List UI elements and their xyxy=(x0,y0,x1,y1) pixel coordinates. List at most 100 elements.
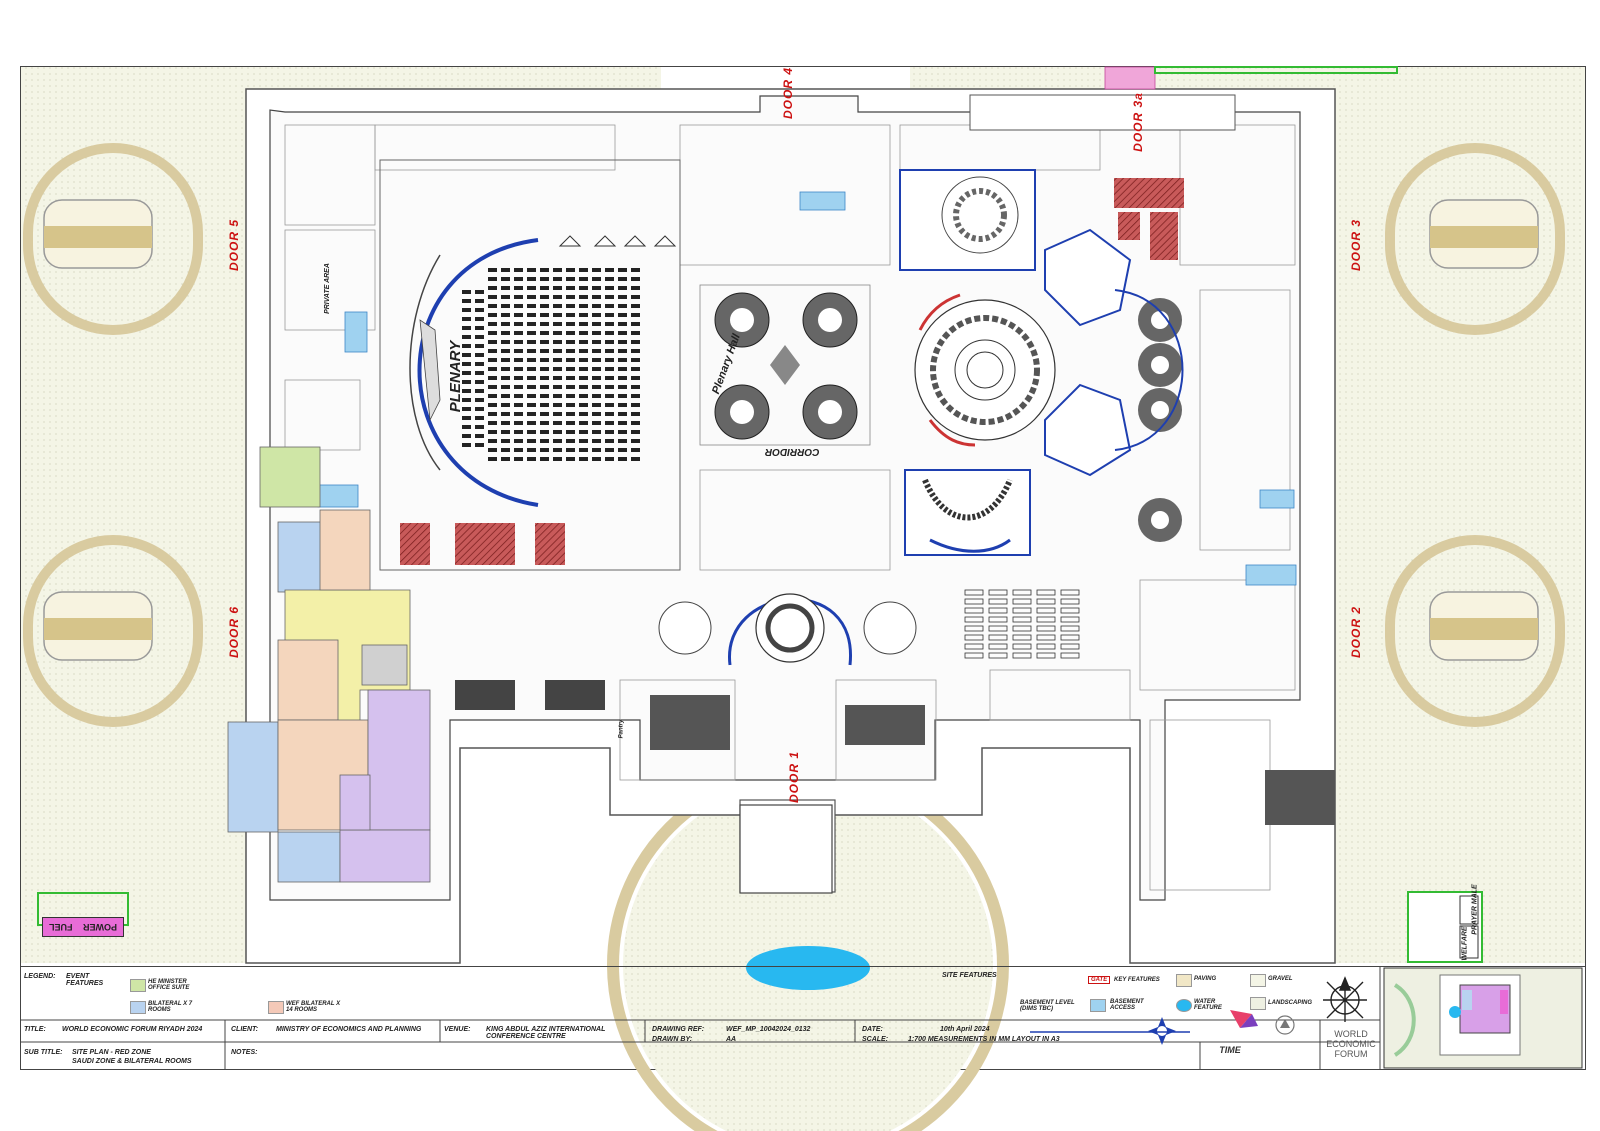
plenary-seat-row xyxy=(566,322,575,326)
roundtable-rooms xyxy=(699,284,871,446)
plenary-seat-row xyxy=(514,268,523,272)
plenary-seat-row xyxy=(501,304,510,308)
plenary-seat-row xyxy=(592,340,601,344)
exhibition-desk xyxy=(1012,634,1032,641)
plenary-seat-row xyxy=(631,412,640,416)
north-arrow-icon xyxy=(1323,976,1367,1022)
plenary-seat-row xyxy=(527,430,536,434)
plenary-seat-row xyxy=(631,286,640,290)
plenary-seat-row xyxy=(488,385,497,389)
plenary-seat-row xyxy=(501,439,510,443)
plenary-seat-row xyxy=(488,376,497,380)
plenary-seat-row xyxy=(475,380,484,384)
plenary-seat-row xyxy=(527,286,536,290)
drawing-ref-label: DRAWING REF: xyxy=(652,1026,705,1033)
plenary-seat-row xyxy=(579,448,588,452)
exhibition-desk xyxy=(964,652,984,659)
plenary-seat-row xyxy=(501,295,510,299)
plenary-seat-row xyxy=(553,295,562,299)
plenary-seat-row xyxy=(605,340,614,344)
plenary-seat-row xyxy=(579,349,588,353)
plenary-seat-row xyxy=(501,367,510,371)
exhibition-desk xyxy=(1036,634,1056,641)
door-3a-label: DOOR 3a xyxy=(1130,92,1145,152)
plenary-seat-row xyxy=(618,340,627,344)
plenary-seat-row xyxy=(605,295,614,299)
plenary-seat-row xyxy=(540,403,549,407)
plenary-seat-row xyxy=(540,322,549,326)
time-logo-text: TIME xyxy=(1219,1045,1241,1055)
plenary-seat-row xyxy=(462,407,471,411)
fuel-label: FUEL xyxy=(48,922,73,932)
plenary-seat-row xyxy=(631,421,640,425)
notes-label: NOTES: xyxy=(231,1049,258,1056)
plenary-seat-row xyxy=(501,376,510,380)
plenary-seat-row xyxy=(501,385,510,389)
plenary-seat-row xyxy=(475,290,484,294)
plenary-seat-row xyxy=(553,322,562,326)
plenary-seat-row xyxy=(592,367,601,371)
minister-office-suite xyxy=(259,446,321,508)
plenary-seat-row xyxy=(514,322,523,326)
plenary-seat-row xyxy=(540,367,549,371)
plenary-seat-row xyxy=(553,313,562,317)
plenary-seat-row xyxy=(488,448,497,452)
plenary-seat-row xyxy=(475,389,484,393)
plenary-seat-row xyxy=(631,358,640,362)
plenary-seat-row xyxy=(618,403,627,407)
plenary-seat-row xyxy=(501,358,510,362)
plenary-seat-row xyxy=(462,326,471,330)
legend-swatch-wef-bilateral xyxy=(268,1001,284,1014)
plenary-seat-row xyxy=(501,286,510,290)
lower-meeting-rooms xyxy=(455,680,1335,825)
plenary-seat-row xyxy=(501,331,510,335)
gravel-loops xyxy=(23,143,1565,727)
plenary-seat-row xyxy=(488,421,497,425)
plenary-seat-row xyxy=(553,358,562,362)
plenary-seat-row xyxy=(514,295,523,299)
legend-gravel: GRAVEL xyxy=(1268,976,1293,982)
title-block-lines xyxy=(20,966,1381,1070)
private-area-label: PRIVATE AREA xyxy=(323,263,331,314)
plenary-seat-row xyxy=(540,277,549,281)
plenary-seat-row xyxy=(631,331,640,335)
door-6-label: DOOR 6 xyxy=(227,605,242,659)
plenary-seat-row xyxy=(527,439,536,443)
welfare-label: WELFARE xyxy=(1461,926,1469,961)
date-label: DATE: xyxy=(862,1026,883,1033)
plenary-seat-row xyxy=(618,304,627,308)
plenary-seat-row xyxy=(592,313,601,317)
plenary-seat-row xyxy=(579,403,588,407)
exhibition-desk xyxy=(964,598,984,605)
parking-islands xyxy=(43,199,1539,661)
plenary-seat-row xyxy=(579,286,588,290)
exhibition-desk xyxy=(988,616,1008,623)
plenary-seat-row xyxy=(618,430,627,434)
basement-access xyxy=(317,191,1297,586)
plenary-seat-row xyxy=(462,425,471,429)
plenary-seat-row xyxy=(540,439,549,443)
plenary-seat-row xyxy=(514,421,523,425)
plenary-seat-row xyxy=(462,308,471,312)
plenary-seat-row xyxy=(579,430,588,434)
plenary-seat-row xyxy=(488,394,497,398)
plenary-seat-row xyxy=(631,340,640,344)
plenary-seat-row xyxy=(462,317,471,321)
plenary-seat-row xyxy=(527,277,536,281)
plenary-seat-row xyxy=(488,268,497,272)
exhibition-desk xyxy=(988,607,1008,614)
plenary-seat-row xyxy=(566,286,575,290)
exhibition-desk xyxy=(1036,643,1056,650)
plenary-seat-row xyxy=(566,376,575,380)
plenary-seat-row xyxy=(475,434,484,438)
plenary-seat-row xyxy=(618,457,627,461)
plenary-seat-row xyxy=(527,295,536,299)
plenary-seat-row xyxy=(592,421,601,425)
plenary-seat-row xyxy=(514,331,523,335)
plenary-seat-row xyxy=(475,308,484,312)
plenary-seat-row xyxy=(618,277,627,281)
plenary-seat-row xyxy=(475,407,484,411)
plenary-seat-row xyxy=(462,434,471,438)
plenary-seat-row xyxy=(553,457,562,461)
subtitle-value-1: SITE PLAN - RED ZONE xyxy=(72,1049,151,1056)
